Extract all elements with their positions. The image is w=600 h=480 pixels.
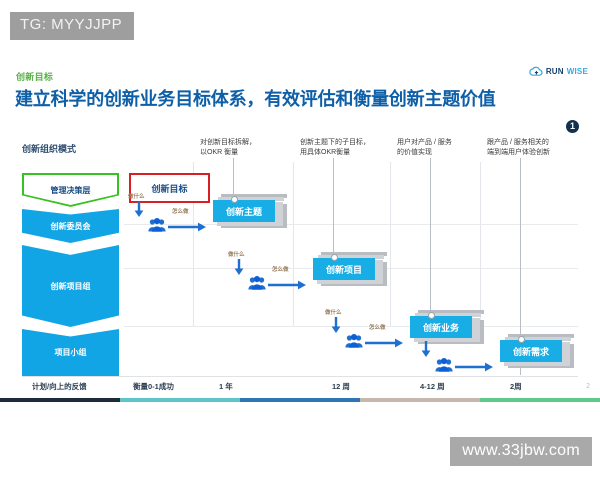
- column-header-3: 用户对产品 / 服务 的价值实现: [397, 139, 452, 157]
- card-node-3: [428, 312, 435, 319]
- column-rule-3: [390, 162, 391, 327]
- band-rule-1: [124, 224, 578, 225]
- people-icon-1: [248, 276, 266, 291]
- edge-label-how-1: 怎么做: [272, 267, 289, 273]
- column-rule-2: [293, 162, 294, 327]
- funnel-level-3-label: 创新项目组: [50, 281, 91, 291]
- org-funnel: 管理决策层 创新委员会 创新项目组 项目小组: [22, 173, 119, 378]
- timeline-rule: [22, 376, 578, 377]
- column-header-4: 跟产品 / 服务相关的 端到端用户体验创新: [487, 139, 550, 157]
- column-header-1: 对创新目标拆解， 以OKR 衡量: [200, 139, 256, 157]
- people-icon-0: [148, 218, 166, 233]
- arrow-down-3: [420, 341, 432, 359]
- logo-text-run: RUN: [545, 67, 564, 76]
- arrow-down-1: [233, 259, 245, 277]
- arrow-right-3: [455, 361, 499, 373]
- goal-box-label: 创新目标: [151, 183, 188, 194]
- funnel-level-3: 创新项目组: [22, 245, 119, 327]
- color-seg-4: [360, 398, 480, 402]
- telegram-tag: TG: MYYJJPP: [10, 12, 135, 40]
- funnel-level-2-label: 创新委员会: [50, 221, 91, 231]
- site-watermark: www.33jbw.com: [450, 437, 592, 466]
- slide-canvas: 创新目标 建立科学的创新业务目标体系，有效评估和衡量创新主题价值 RUN WIS…: [0, 58, 600, 418]
- connector-drop-3: [430, 158, 431, 316]
- people-icon-3: [435, 358, 453, 373]
- edge-label-what-2: 做什么: [325, 310, 342, 316]
- slide-eyebrow: 创新目标: [16, 72, 54, 82]
- timeline-item-1: 计划/向上的反馈: [32, 382, 87, 391]
- funnel-level-4-label: 项目小组: [54, 348, 87, 357]
- card-stack-3[interactable]: 创新业务: [410, 310, 484, 344]
- connector-drop-2: [333, 158, 334, 258]
- edge-label-what-0: 做什么: [128, 194, 145, 200]
- timeline-item-6: 2周: [510, 382, 522, 391]
- card-label-1: 创新主题: [213, 200, 275, 222]
- edge-label-how-2: 怎么做: [369, 325, 386, 331]
- cloud-icon: [529, 66, 543, 77]
- logo-text-wise: WISE: [566, 67, 588, 76]
- connector-drop-1: [233, 158, 234, 200]
- color-seg-2: [120, 398, 240, 402]
- page-marker-badge: 1: [566, 120, 579, 133]
- bottom-color-bar: [0, 398, 600, 402]
- timeline-item-3: 1 年: [219, 382, 233, 391]
- people-icon-2: [345, 334, 363, 349]
- slide-headline: 建立科学的创新业务目标体系，有效评估和衡量创新主题价值: [15, 89, 496, 109]
- arrow-right-0: [168, 221, 212, 233]
- color-seg-5: [480, 398, 600, 402]
- card-stack-1[interactable]: 创新主题: [213, 194, 287, 228]
- connector-drop-4: [520, 158, 521, 375]
- card-node-4: [518, 336, 525, 343]
- left-panel-title: 创新组织模式: [22, 144, 77, 154]
- card-node-2: [331, 254, 338, 261]
- timeline-item-2: 衡量0-1成功: [133, 382, 174, 391]
- runwise-logo: RUN WISE: [529, 66, 588, 77]
- card-label-2: 创新项目: [313, 258, 375, 280]
- band-rule-3: [124, 326, 578, 327]
- card-label-4: 创新需求: [500, 340, 562, 362]
- edge-label-how-0: 怎么做: [172, 209, 189, 215]
- card-stack-4[interactable]: 创新需求: [500, 334, 574, 368]
- column-rule-1: [193, 162, 194, 327]
- funnel-level-4: 项目小组: [22, 329, 119, 376]
- column-header-2: 创新主题下的子目标， 用具体OKR衡量: [300, 139, 370, 157]
- arrow-right-2: [365, 337, 409, 349]
- goal-box: 创新目标: [129, 173, 210, 203]
- edge-label-what-1: 做什么: [228, 252, 245, 258]
- arrow-down-0: [133, 201, 145, 219]
- timeline-item-5: 4-12 周: [420, 382, 445, 391]
- card-label-3: 创新业务: [410, 316, 472, 338]
- color-seg-1: [0, 398, 120, 402]
- funnel-level-1-label: 管理决策层: [50, 185, 91, 195]
- arrow-right-1: [268, 279, 312, 291]
- column-rule-4: [480, 162, 481, 327]
- card-node-1: [231, 196, 238, 203]
- arrow-down-2: [330, 317, 342, 335]
- color-seg-3: [240, 398, 360, 402]
- timeline-item-4: 12 周: [332, 382, 350, 391]
- card-stack-2[interactable]: 创新项目: [313, 252, 387, 286]
- slide-page-number: 2: [586, 383, 590, 390]
- flow-diagram: 创新目标 创新主题 做什么 怎么做: [0, 58, 600, 418]
